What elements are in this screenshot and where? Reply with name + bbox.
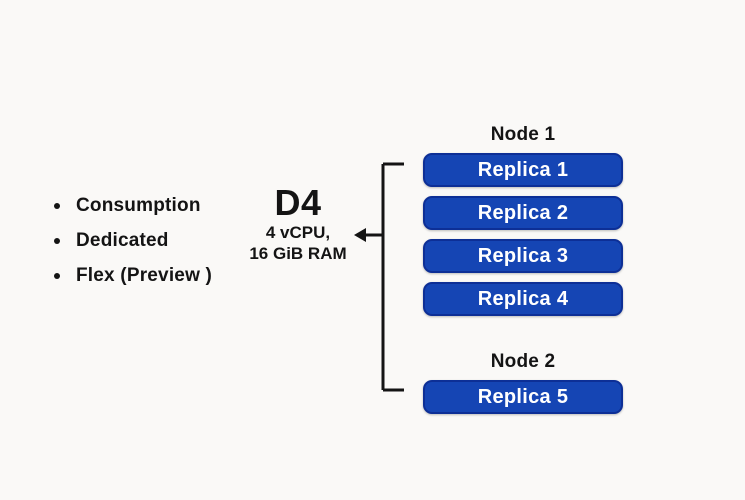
replica-box: Replica 4 (423, 282, 623, 316)
list-item: Flex (Preview ) (48, 258, 212, 293)
list-item: Consumption (48, 188, 212, 223)
replica-box: Replica 5 (423, 380, 623, 414)
bracket-arrow-connector (354, 162, 404, 392)
bullet-icon (54, 202, 60, 209)
option-label: Consumption (76, 194, 201, 216)
replica-box: Replica 2 (423, 196, 623, 230)
list-item: Dedicated (48, 223, 212, 258)
sku-spec-block: D4 4 vCPU, 16 GiB RAM (228, 184, 368, 264)
sku-name: D4 (274, 182, 322, 223)
arrow-left-icon (354, 228, 366, 242)
option-label: Dedicated (76, 229, 169, 251)
hosting-options-list: Consumption Dedicated Flex (Preview ) (48, 188, 212, 293)
node-1-group: Node 1 Replica 1 Replica 2 Replica 3 Rep… (423, 122, 623, 316)
bullet-icon (54, 237, 60, 244)
sku-ram: 16 GiB RAM (249, 244, 347, 263)
bullet-icon (54, 272, 60, 279)
node-2-label: Node 2 (490, 351, 556, 372)
replica-box: Replica 1 (423, 153, 623, 187)
node-1-label: Node 1 (490, 124, 556, 145)
replica-box: Replica 3 (423, 239, 623, 273)
option-label: Flex (Preview ) (76, 264, 213, 286)
sku-cpu: 4 vCPU, (265, 223, 331, 242)
node-2-group: Node 2 Replica 5 (423, 349, 623, 414)
